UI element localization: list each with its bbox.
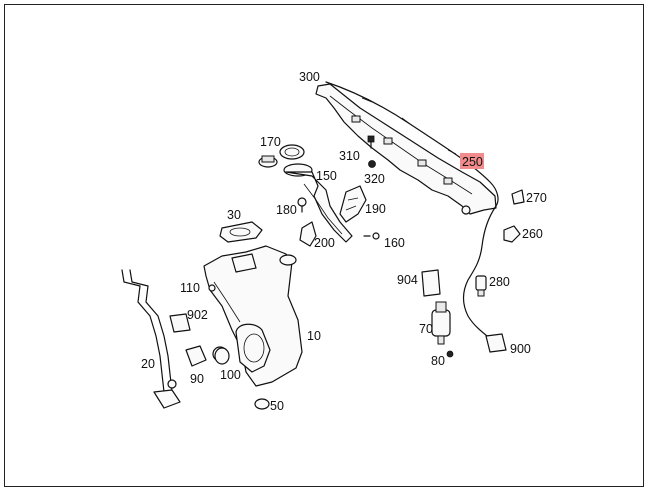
grommet-100[interactable] [214, 347, 230, 365]
callout-900[interactable]: 900 [510, 342, 531, 356]
callout-320[interactable]: 320 [364, 172, 385, 186]
callout-170[interactable]: 170 [260, 135, 281, 149]
nut-320[interactable] [368, 160, 376, 168]
cap-50[interactable] [254, 398, 270, 410]
callout-100[interactable]: 100 [220, 368, 241, 382]
clip-180[interactable] [297, 197, 307, 213]
callout-300[interactable]: 300 [299, 70, 320, 84]
callout-30[interactable]: 30 [227, 208, 241, 222]
reservoir-10[interactable] [203, 245, 303, 387]
callout-110[interactable]: 110 [180, 281, 200, 295]
cowl-panel-300[interactable] [315, 83, 497, 215]
washer-hose-250[interactable] [325, 81, 499, 341]
bracket-200[interactable] [299, 221, 317, 247]
callout-250[interactable]: 250 [462, 155, 483, 169]
clip-270[interactable] [511, 189, 525, 205]
callout-70[interactable]: 70 [419, 322, 433, 336]
highlight-250 [460, 153, 484, 169]
seal-170[interactable] [279, 144, 305, 160]
grommet-80[interactable] [446, 350, 454, 358]
callout-270[interactable]: 270 [526, 191, 547, 205]
screw-110[interactable] [208, 284, 216, 292]
callout-10[interactable]: 10 [307, 329, 321, 343]
callout-150[interactable]: 150 [316, 169, 337, 183]
nozzle-280[interactable] [475, 275, 487, 297]
connector-900[interactable] [485, 333, 507, 353]
holder-260[interactable] [503, 225, 521, 243]
cap-170b[interactable] [258, 155, 278, 168]
callout-180[interactable]: 180 [276, 203, 297, 217]
connector-902[interactable] [169, 313, 191, 333]
hose-20[interactable] [121, 269, 181, 409]
callout-280[interactable]: 280 [489, 275, 510, 289]
callout-200[interactable]: 200 [314, 236, 335, 250]
connector-30[interactable] [219, 221, 263, 243]
callout-80[interactable]: 80 [431, 354, 445, 368]
callout-310[interactable]: 310 [339, 149, 360, 163]
callout-90[interactable]: 90 [190, 372, 204, 386]
callout-902[interactable]: 902 [187, 308, 208, 322]
callout-160[interactable]: 160 [384, 236, 405, 250]
bracket-190[interactable] [339, 185, 367, 223]
callout-190[interactable]: 190 [365, 202, 386, 216]
connector-904[interactable] [421, 269, 441, 297]
callout-20[interactable]: 20 [141, 357, 155, 371]
callout-260[interactable]: 260 [522, 227, 543, 241]
filler-neck-150[interactable] [283, 163, 353, 243]
pump-70[interactable] [431, 301, 451, 345]
screw-160[interactable] [363, 232, 380, 240]
callout-50[interactable]: 50 [270, 399, 284, 413]
callout-904[interactable]: 904 [397, 273, 418, 287]
screw-310[interactable] [367, 135, 375, 149]
